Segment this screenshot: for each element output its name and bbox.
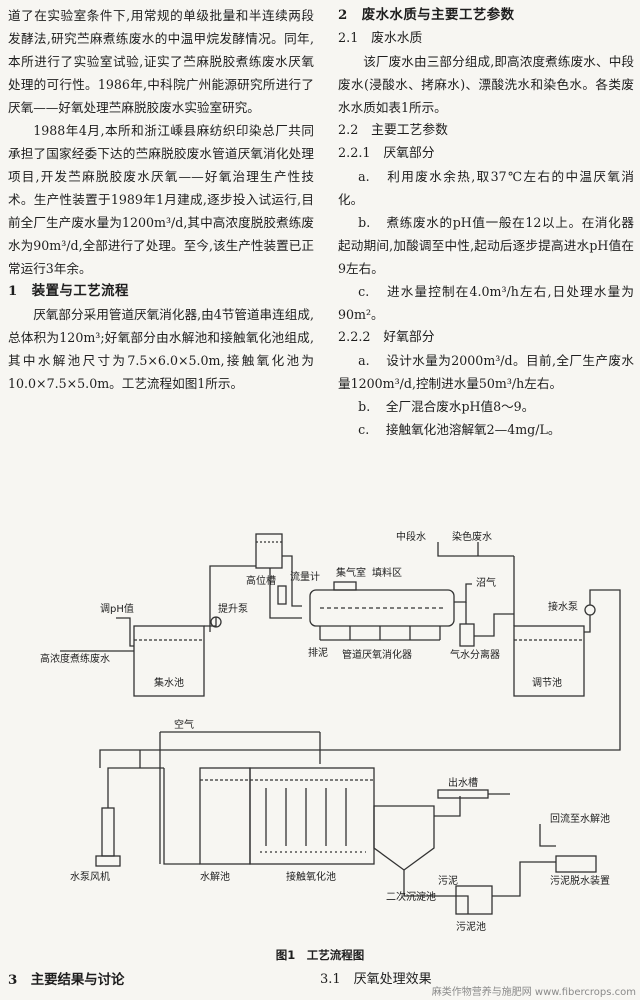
label-secondary-clarifier: 二次沉淀池 — [386, 890, 436, 903]
collect-tank-shape — [133, 625, 205, 697]
paragraph-process: 厌氧部分采用管道厌氧消化器,由4节管道串连组成,总体积为120m³;好氧部分由水… — [8, 307, 314, 391]
pipe-digester-shape — [309, 589, 455, 627]
label-sludge-discharge: 排泥 — [308, 646, 328, 659]
label-gas-water-separator: 气水分离器 — [450, 648, 500, 661]
label-hydrolysis-tank: 水解池 — [200, 870, 230, 883]
left-column: 道了在实验室条件下,用常规的单级批量和半连续两段发酵法,研究苎麻煮练废水的中温甲… — [8, 4, 314, 395]
process-flow-figure: 中段水 染色废水 高位槽 流量计 集气室 填料区 沼气 调pH值 提升泵 接水泵… — [20, 506, 632, 946]
section-2-2-2-title: 2.2.2 好氧部分 — [338, 330, 435, 345]
label-equalize-tank: 调节池 — [532, 676, 562, 689]
label-ph-adjust: 调pH值 — [100, 602, 134, 615]
label-high-tank: 高位槽 — [246, 574, 276, 587]
process-flow-diagram — [60, 533, 621, 915]
label-air: 空气 — [174, 718, 194, 731]
label-blower: 水泵风机 — [70, 870, 110, 883]
section-2-title: 2 废水水质与主要工艺参数 — [338, 7, 515, 23]
paragraph-water-quality: 该厂废水由三部分组成,即高浓度煮练废水、中段废水(浸酸水、拷麻水)、漂酸洗水和染… — [338, 54, 634, 115]
secondary-clarifier-shape — [373, 805, 435, 871]
label-raw-wastewater: 高浓度煮练废水 — [40, 652, 110, 665]
equalize-tank-shape — [513, 625, 585, 697]
blower-base-shape — [95, 855, 121, 867]
label-outlet-weir: 出水槽 — [448, 776, 478, 789]
label-contact-ox-tank: 接触氧化池 — [286, 870, 336, 883]
label-flowmeter: 流量计 — [290, 570, 320, 583]
label-dye-water: 染色废水 — [452, 530, 492, 543]
item-aerobic-c: c.接触氧化池溶解氧2—4mg/L。 — [358, 422, 561, 437]
section-3-1-title: 3.1 厌氧处理效果 — [320, 972, 432, 987]
item-anaerobic-b: b.煮练废水的pH值一般在12以上。在消化器起动期间,加酸调至中性,起动后逐步提… — [338, 215, 634, 276]
paragraph-project: 1988年4月,本所和浙江嵊县麻纺织印染总厂共同承担了国家经委下达的苎麻脱胶废水… — [8, 123, 314, 276]
paragraph-history: 道了在实验室条件下,用常规的单级批量和半连续两段发酵法,研究苎麻煮练废水的中温甲… — [8, 8, 314, 115]
label-packing-zone: 填料区 — [372, 566, 402, 579]
label-sludge: 污泥 — [438, 874, 458, 887]
item-aerobic-a: a.设计水量为2000m³/d。目前,全厂生产废水量1200m³/d,控制进水量… — [338, 353, 634, 391]
watermark-text: 麻类作物营养与施肥网 www.fibercrops.com — [431, 987, 636, 998]
item-anaerobic-c: c.进水量控制在4.0m³/h左右,日处理水量为90m²。 — [338, 284, 634, 322]
dewatering-shape — [555, 855, 597, 873]
item-aerobic-b: b.全厂混合废水pH值8～9。 — [358, 399, 535, 414]
label-sludge-tank: 污泥池 — [456, 920, 486, 933]
label-mid-water: 中段水 — [396, 530, 426, 543]
label-dewatering: 污泥脱水装置 — [550, 874, 610, 887]
item-anaerobic-a: a.利用废水余热,取37℃左右的中温厌氧消化。 — [338, 169, 634, 207]
label-pipe-digester: 管道厌氧消化器 — [342, 648, 412, 661]
label-lift-pump: 提升泵 — [218, 603, 248, 615]
gas-chamber-shape — [333, 581, 357, 591]
section-2-2-title: 2.2 主要工艺参数 — [338, 123, 448, 138]
flowmeter-shape — [277, 585, 287, 605]
label-collect-tank: 集水池 — [154, 676, 184, 689]
section-3-title: 3 主要结果与讨论 — [8, 972, 125, 988]
section-2-1-title: 2.1 废水水质 — [338, 31, 423, 46]
section-2-2-1-title: 2.2.1 厌氧部分 — [338, 146, 435, 161]
figure-caption: 图1 工艺流程图 — [275, 948, 365, 962]
label-feed-pump: 接水泵 — [548, 600, 578, 613]
gas-water-separator-shape — [459, 623, 475, 647]
label-gas-chamber: 集气室 — [336, 566, 366, 579]
high-tank-shape — [255, 533, 283, 569]
section-1-title: 1 装置与工艺流程 — [8, 283, 129, 299]
right-column: 2 废水水质与主要工艺参数 2.1 废水水质 该厂废水由三部分组成,即高浓度煮练… — [338, 4, 634, 441]
process-flow-labels: 中段水 染色废水 高位槽 流量计 集气室 填料区 沼气 调pH值 提升泵 接水泵… — [40, 530, 610, 933]
label-biogas: 沼气 — [476, 576, 496, 589]
sludge-tank-shape — [455, 885, 493, 915]
label-return-tank: 回流至水解池 — [550, 812, 610, 825]
